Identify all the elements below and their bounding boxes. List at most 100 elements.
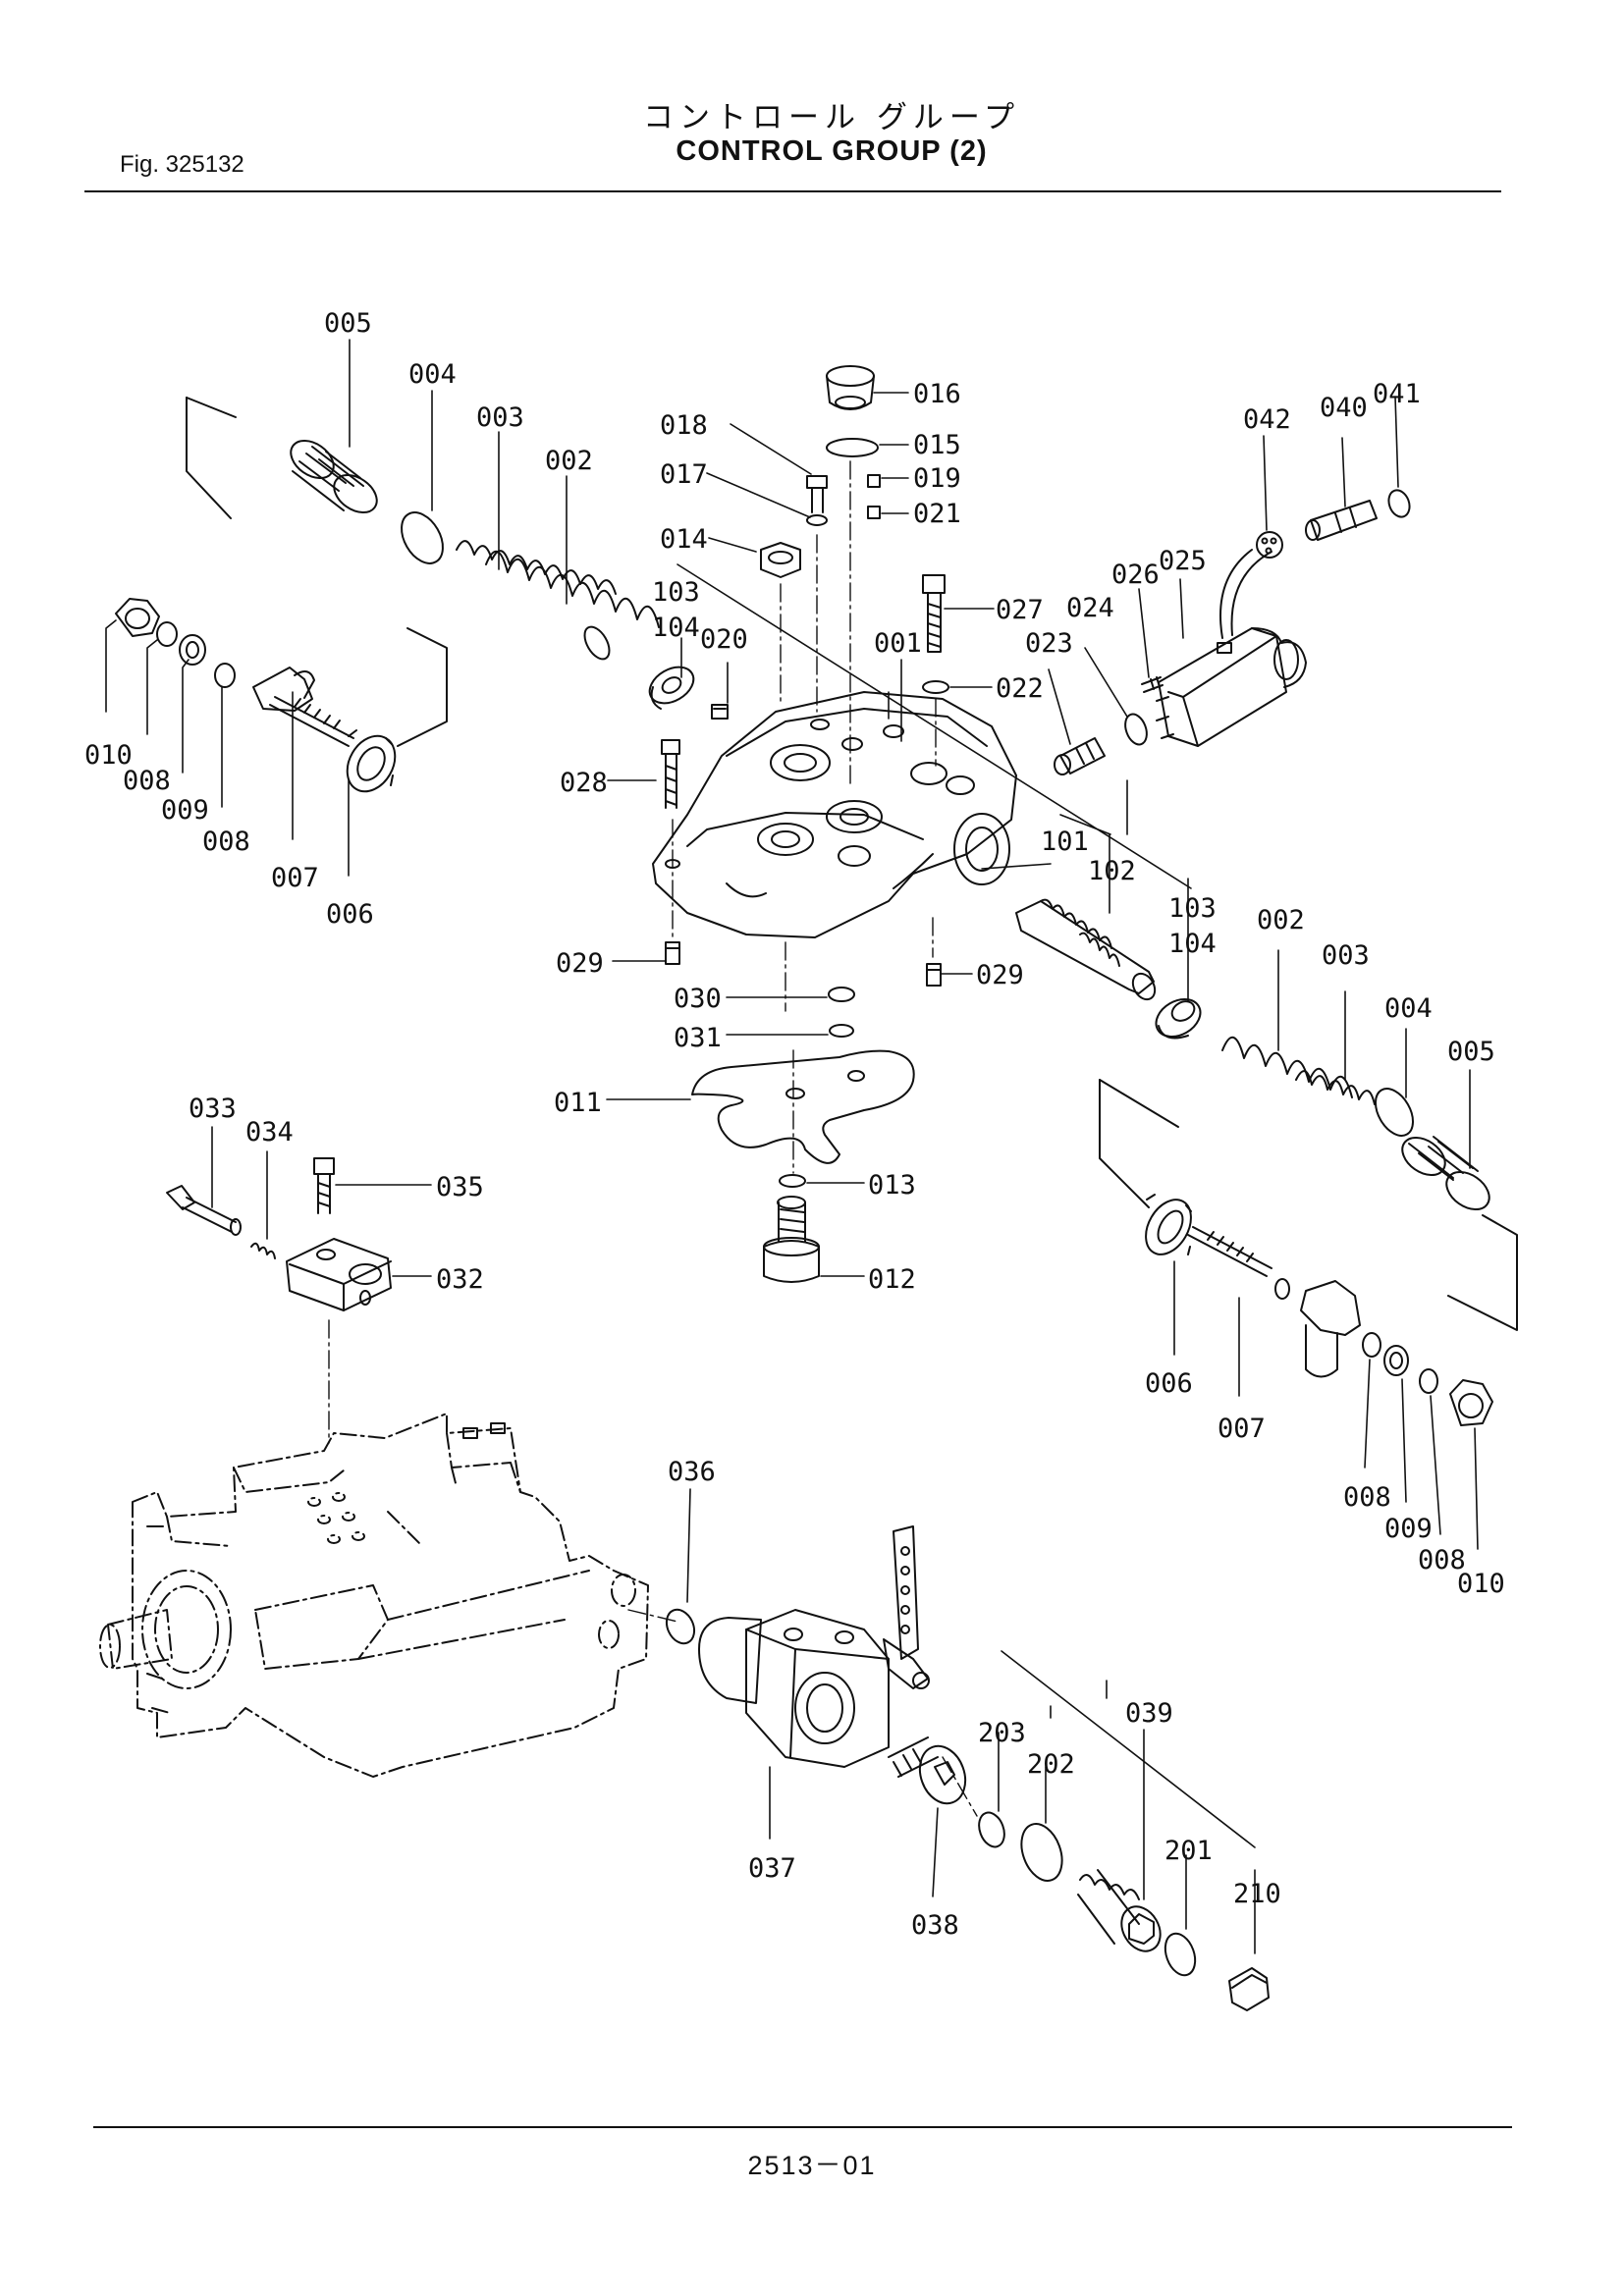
- title-japanese: コントロール グループ: [643, 100, 1020, 135]
- part-003-spring-right: [1295, 1070, 1376, 1105]
- part-001-valve-cover: [652, 691, 1017, 938]
- callout-041: 041: [1373, 379, 1421, 409]
- callout-023: 023: [1025, 628, 1073, 659]
- part-016-plug: [826, 365, 875, 410]
- callout-029: 029: [556, 948, 604, 979]
- link-assembly: [166, 1157, 392, 1311]
- callout-012: 012: [868, 1264, 916, 1295]
- callout-202: 202: [1027, 1749, 1075, 1780]
- part-038-plug: [888, 1736, 967, 1805]
- callout-006: 006: [326, 899, 374, 930]
- callout-008: 008: [123, 766, 171, 796]
- callout-009: 009: [161, 795, 209, 826]
- part-031-o-ring: [829, 1024, 854, 1038]
- part-020-pin: [711, 704, 729, 720]
- solenoid-assembly: [1054, 489, 1411, 775]
- callout-013: 013: [868, 1170, 916, 1201]
- part-037-regulator-body: [698, 1525, 930, 1768]
- part-201-ring: [1164, 1932, 1197, 1977]
- part-025-solenoid: [1156, 549, 1307, 747]
- callout-032: 032: [436, 1264, 484, 1295]
- center-lines: [328, 460, 978, 1817]
- part-023-fitting: [1054, 737, 1106, 775]
- callout-003: 003: [476, 402, 524, 433]
- part-042-connector: [1256, 531, 1283, 559]
- callout-042: 042: [1243, 404, 1291, 435]
- callout-036: 036: [668, 1457, 716, 1487]
- part-002-spring-right: [1221, 1037, 1353, 1098]
- callout-006-2: 006: [1145, 1368, 1193, 1399]
- callout-008-2: 008: [202, 827, 250, 857]
- cover-small-parts: [648, 365, 949, 720]
- callout-038: 038: [911, 1910, 959, 1941]
- part-039-cartridge: [1077, 1869, 1162, 1952]
- part-013-o-ring: [779, 1174, 806, 1188]
- part-104-seat: [648, 666, 695, 710]
- callout-104: 104: [652, 613, 700, 643]
- part-029-dowel-left: [665, 941, 680, 965]
- part-040-fitting: [1305, 500, 1378, 541]
- part-210-plug: [1228, 1967, 1270, 2011]
- callout-210: 210: [1233, 1879, 1281, 1909]
- title-english: CONTROL GROUP (2): [676, 135, 988, 167]
- part-033-pin: [166, 1185, 242, 1236]
- callout-020: 020: [700, 624, 748, 655]
- callout-001: 001: [874, 628, 922, 659]
- callout-027: 027: [996, 595, 1044, 625]
- part-041-o-ring: [1387, 489, 1411, 518]
- part-012-bolt: [763, 1196, 820, 1283]
- part-104-seat-right: [1155, 998, 1202, 1040]
- figure-number: Fig. 325132: [120, 151, 244, 178]
- callout-005: 005: [324, 308, 372, 339]
- part-019-plug: [867, 474, 881, 488]
- upper-left-relief-assembly: [115, 397, 660, 793]
- part-008-ring-2: [214, 663, 236, 688]
- callout-203: 203: [978, 1718, 1026, 1748]
- callout-028: 028: [560, 768, 608, 798]
- callout-002-2: 002: [1257, 905, 1305, 935]
- callout-004-2: 004: [1384, 993, 1433, 1024]
- part-014-nut: [760, 542, 801, 578]
- part-027-bolt: [922, 574, 946, 653]
- callout-039: 039: [1125, 1698, 1173, 1729]
- part-007-adjusting-screw-right: [1187, 1226, 1361, 1378]
- callout-011: 011: [554, 1088, 602, 1118]
- callout-103: 103: [652, 577, 700, 608]
- callout-103-2: 103: [1168, 893, 1217, 924]
- callout-010: 010: [84, 740, 133, 771]
- callout-007-2: 007: [1218, 1414, 1266, 1444]
- part-011-plate: [691, 1049, 915, 1164]
- header-rule: [84, 190, 1501, 192]
- part-026-screw: [1141, 676, 1164, 693]
- callout-101: 101: [1041, 827, 1089, 857]
- callout-018: 018: [660, 410, 708, 441]
- leader-lines: [105, 339, 1479, 1954]
- callout-005-2: 005: [1447, 1037, 1495, 1067]
- callout-035: 035: [436, 1172, 484, 1202]
- part-017-washer: [806, 514, 828, 526]
- callout-labels: 005 004 003 002 010 008 009 008 007 006 …: [84, 308, 1505, 1941]
- callout-201: 201: [1164, 1836, 1213, 1866]
- part-010-cap-nut: [115, 598, 160, 637]
- callout-102: 102: [1088, 856, 1136, 886]
- part-003-spring: [456, 540, 617, 595]
- callout-021: 021: [913, 499, 961, 529]
- callout-014: 014: [660, 524, 708, 555]
- callout-026: 026: [1111, 560, 1160, 590]
- part-004-o-ring: [401, 511, 444, 564]
- part-008-ring-right: [1362, 1332, 1381, 1358]
- callout-031: 031: [674, 1023, 722, 1053]
- callout-024: 024: [1066, 593, 1114, 623]
- part-101-102-spool: [1015, 898, 1157, 1001]
- callout-009-2: 009: [1384, 1514, 1433, 1544]
- part-008-ring: [156, 621, 178, 647]
- part-035-bolt: [313, 1157, 335, 1214]
- part-005-adjuster-cap-right: [1401, 1136, 1490, 1211]
- callout-010-2: 010: [1457, 1569, 1505, 1599]
- callout-003-2: 003: [1322, 940, 1370, 971]
- part-009-nut-right: [1383, 1345, 1409, 1376]
- part-203-o-ring: [978, 1811, 1005, 1848]
- callout-002: 002: [545, 446, 593, 476]
